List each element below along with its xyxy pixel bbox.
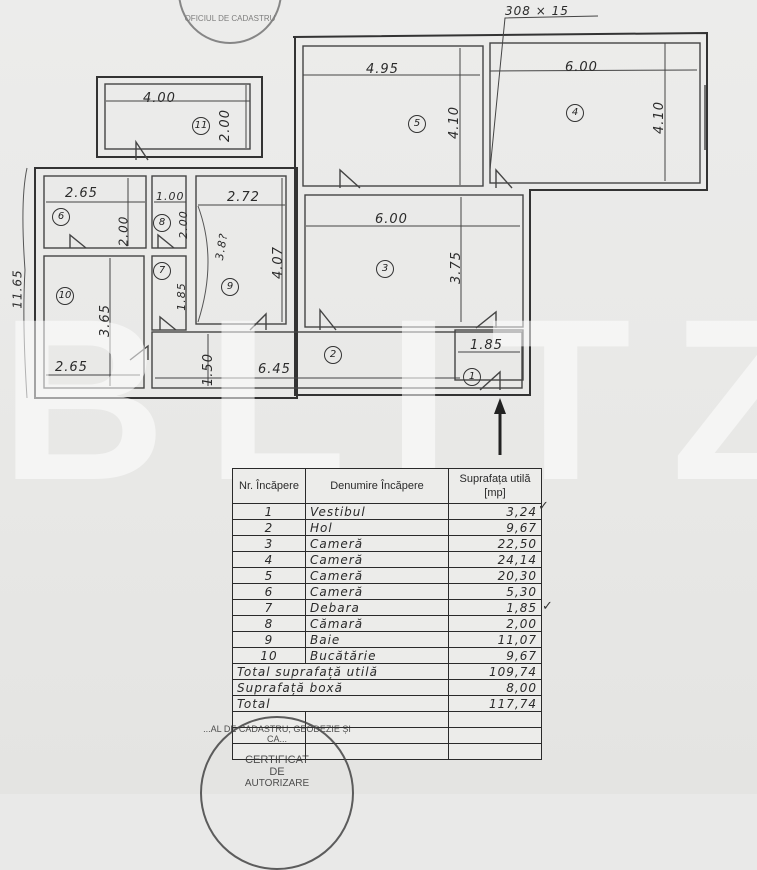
cell-area: 22,50: [448, 535, 542, 552]
room9-height: 4.07: [270, 246, 286, 279]
room2-height: 1.50: [200, 353, 216, 386]
cell-name: Cameră: [305, 567, 449, 584]
header-room-number: Nr. Încăpere: [232, 468, 306, 504]
side-dimension: 11.65: [10, 269, 25, 309]
header-room-name: Denumire Încăpere: [305, 468, 449, 504]
room10-width: 2.65: [55, 360, 88, 375]
room6-height: 2.00: [116, 215, 131, 247]
room3-width: 6.00: [375, 212, 408, 227]
room-number-3: 3: [376, 260, 394, 278]
cell-name: Cameră: [305, 551, 449, 568]
room11-height: 2.00: [217, 109, 233, 142]
checkmark-icon: ✓: [538, 499, 549, 514]
room8-width: 1.00: [156, 190, 185, 203]
total-usable-value: 109,74: [448, 663, 542, 680]
stamp-line-4: AUTORIZARE: [244, 778, 310, 789]
cell-area: 24,14: [448, 551, 542, 568]
cell-area: 3,24: [448, 503, 542, 520]
grand-total-label: Total: [232, 695, 449, 712]
cell-area: 5,30: [448, 583, 542, 600]
cell-name: Baie: [305, 631, 449, 648]
room-number-11: 11: [192, 117, 210, 135]
room5-width: 4.95: [366, 62, 399, 77]
cell-area: 20,30: [448, 567, 542, 584]
cell-area: 2,00: [448, 615, 542, 632]
cell-name: Debara: [305, 599, 449, 616]
cell-name: Cămară: [305, 615, 449, 632]
cell-nr: 1: [232, 503, 306, 520]
room3-height: 3.75: [448, 251, 464, 284]
room-number-5: 5: [408, 115, 426, 133]
room-number-9: 9: [221, 278, 239, 296]
cell-nr: 7: [232, 599, 306, 616]
room9-width: 2.72: [227, 190, 260, 205]
floor-plan-drawing: [22, 15, 708, 455]
cell-nr: 5: [232, 567, 306, 584]
cell-name: Bucătărie: [305, 647, 449, 664]
room-number-6: 6: [52, 208, 70, 226]
room-number-10: 10: [56, 287, 74, 305]
stamp-line-1: ...AL DE CADASTRU, GEODEZIE ȘI CA...: [203, 724, 351, 744]
room10-height: 3.65: [97, 304, 113, 337]
cell-nr: 9: [232, 631, 306, 648]
cell-name: Cameră: [305, 583, 449, 600]
cell-nr: 3: [232, 535, 306, 552]
cell-nr: 2: [232, 519, 306, 536]
cell-nr: 4: [232, 551, 306, 568]
room8-height: 2.00: [176, 210, 190, 239]
window-note: 308 × 15: [505, 4, 569, 18]
cell-nr: 8: [232, 615, 306, 632]
room-number-7: 7: [153, 262, 171, 280]
table-header-row: Nr. Încăpere Denumire Încăpere Suprafața…: [232, 468, 542, 504]
certificate-stamp: ...AL DE CADASTRU, GEODEZIE ȘI CA... CER…: [200, 716, 354, 870]
room-number-1: 1: [463, 368, 481, 386]
total-usable-label: Total suprafață utilă: [232, 663, 449, 680]
cell-area: 9,67: [448, 519, 542, 536]
room-number-4: 4: [566, 104, 584, 122]
cell-name: Hol: [305, 519, 449, 536]
cell-name: Vestibul: [305, 503, 449, 520]
room-number-2: 2: [324, 346, 342, 364]
room2-width: 6.45: [258, 362, 291, 377]
header-usable-area: Suprafața utilă [mp]: [448, 468, 542, 504]
cell-name: Cameră: [305, 535, 449, 552]
stamp-line-3: DE: [269, 766, 285, 778]
cell-area: 11,07: [448, 631, 542, 648]
room7-height: 1.85: [174, 282, 188, 311]
room4-width: 6.00: [565, 60, 598, 75]
room-number-8: 8: [153, 214, 171, 232]
room5-height: 4.10: [446, 106, 462, 139]
grand-total-value: 117,74: [448, 695, 542, 712]
checkmark-icon: ✓: [542, 599, 553, 614]
cell-nr: 6: [232, 583, 306, 600]
area-table: Nr. Încăpere Denumire Încăpere Suprafața…: [232, 468, 542, 760]
cell-area: 9,67: [448, 647, 542, 664]
storage-area-value: 8,00: [448, 679, 542, 696]
stamp-text: OFICIUL DE CADASTRU: [184, 14, 276, 23]
stamp-line-2: CERTIFICAT: [245, 754, 309, 766]
room1-width: 1.85: [470, 338, 503, 353]
room4-height: 4.10: [651, 101, 667, 134]
room11-width: 4.00: [143, 91, 176, 106]
room6-width: 2.65: [65, 186, 98, 201]
cell-nr: 10: [232, 647, 306, 664]
cell-area: 1,85: [448, 599, 542, 616]
storage-area-label: Suprafață boxă: [232, 679, 449, 696]
